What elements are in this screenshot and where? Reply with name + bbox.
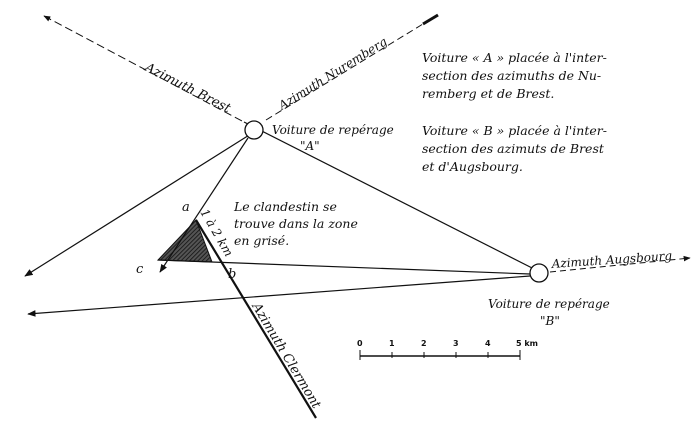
scale-label-4: 4 <box>485 339 491 348</box>
scale-bar: 0 1 2 3 4 5 km <box>357 339 538 360</box>
azimuth-brest-label: Azimuth Brest <box>141 60 233 117</box>
car-b-label: Voiture de repérage "B" <box>488 297 614 328</box>
scale-label-0: 0 <box>357 339 363 348</box>
azimuth-brest-dashed <box>43 15 245 123</box>
azimuth-augsbourg-dashed <box>549 255 691 273</box>
line-b-left <box>27 275 531 317</box>
azimuth-nuremberg-line <box>24 131 255 277</box>
clandestin-label: Le clandestin se trouve dans la zone en … <box>233 199 362 248</box>
azimuth-clermont-line <box>159 137 249 273</box>
point-c-label: c <box>136 262 144 277</box>
azimuth-nuremberg-tip <box>422 13 439 26</box>
scale-label-2: 2 <box>421 339 427 348</box>
azimuth-nuremberg-label: Azimuth Nuremberg <box>275 34 389 113</box>
grey-zone <box>156 219 213 263</box>
point-a-label: a <box>182 200 190 215</box>
note-car-b: Voiture « B » placée à l'inter- section … <box>422 123 611 174</box>
azimuth-augsbourg-label: Azimuth Augsbourg <box>550 249 673 271</box>
azimuth-clermont-label: Azimuth Clermont <box>248 299 324 412</box>
point-b-label: b <box>228 267 236 282</box>
car-a-label: Voiture de repérage "A" <box>272 123 398 153</box>
car-a-marker <box>244 120 264 140</box>
car-b-marker <box>529 263 549 283</box>
line-b-to-c <box>157 259 531 275</box>
azimuth-brest-line <box>243 121 541 273</box>
scale-label-1: 1 <box>389 339 395 348</box>
azimuth-nuremberg-dashed <box>265 15 437 121</box>
scale-label-5: 5 km <box>516 339 538 348</box>
note-car-a: Voiture « A » placée à l'inter- section … <box>422 50 611 101</box>
scale-label-3: 3 <box>453 339 459 348</box>
azimuth-clermont-long <box>195 219 317 419</box>
